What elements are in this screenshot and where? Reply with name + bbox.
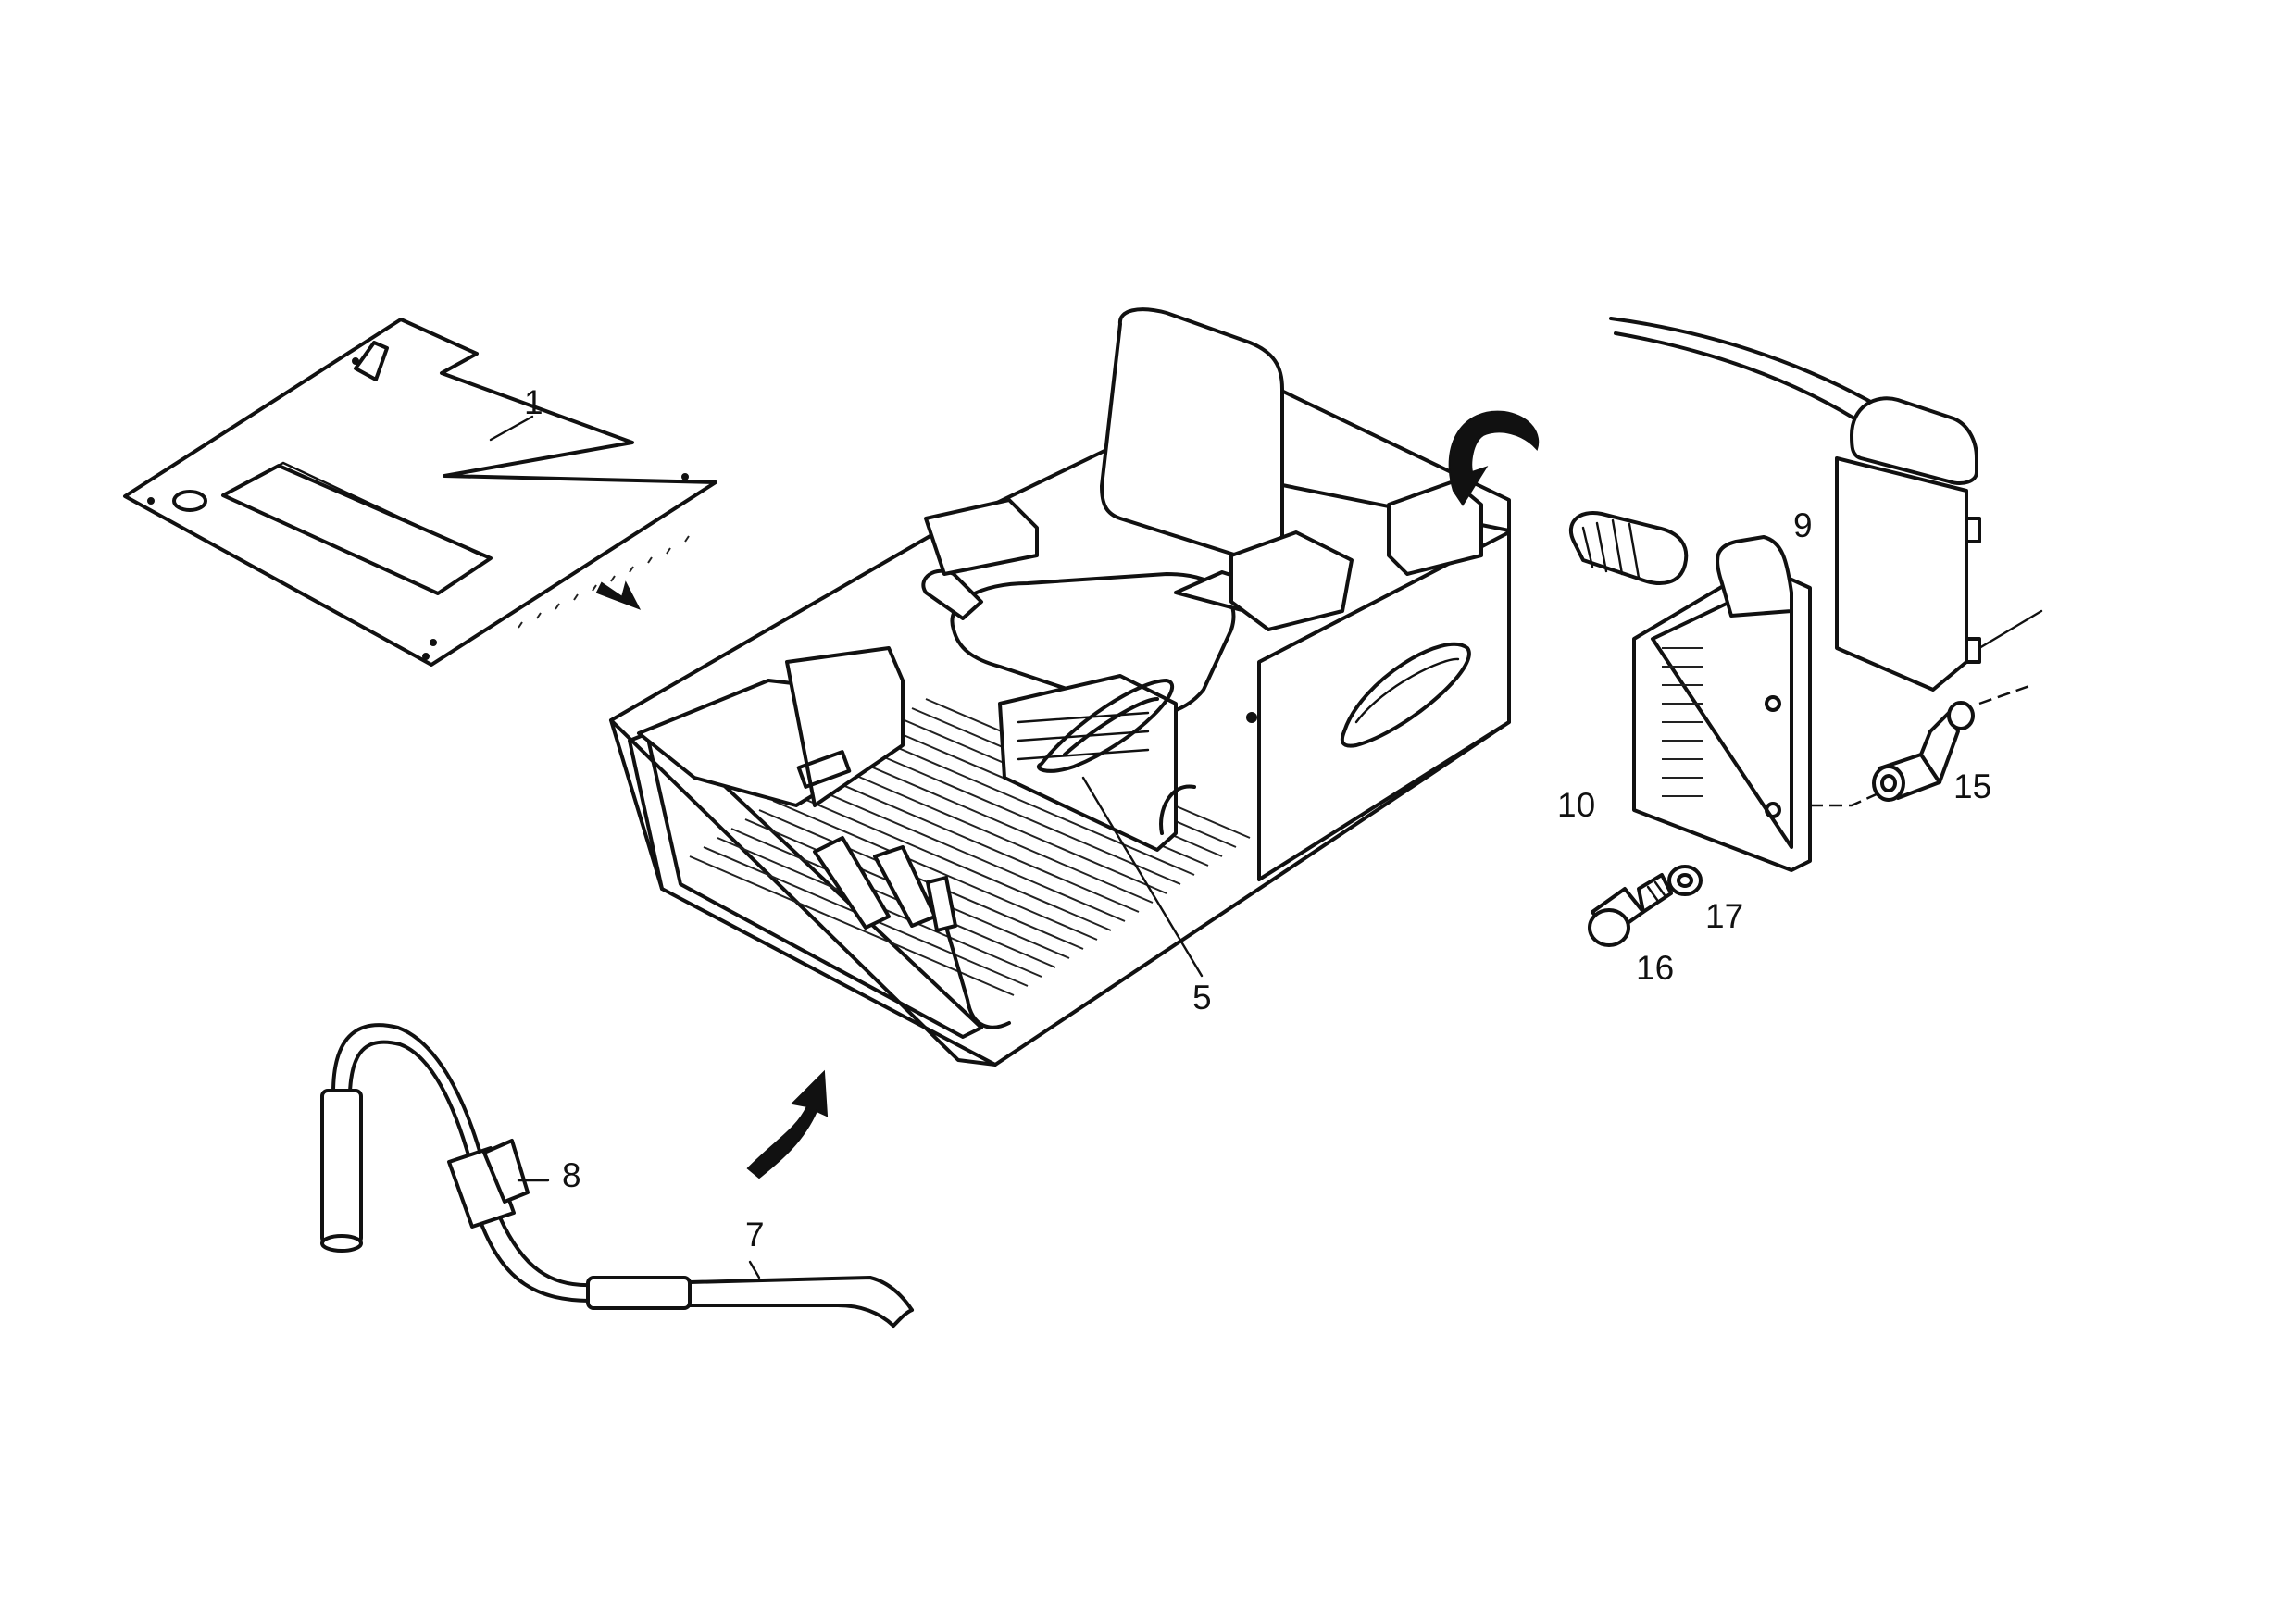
leader-line-1 [489, 415, 534, 442]
label-part-10: 10 [1557, 786, 1595, 824]
control-harness-loop [1037, 679, 1175, 773]
label-part-5: 5 [1192, 979, 1212, 1017]
label-part-16: 16 [1636, 949, 1674, 987]
connector-part-9 [1609, 317, 2043, 692]
label-part-9: 9 [1793, 506, 1813, 544]
cab-assembly [609, 307, 1511, 1067]
plug-part-10 [1568, 511, 1890, 872]
rotate-arrow-icon-bottom [746, 1069, 829, 1179]
cable-harness-part-7-8 [320, 1023, 914, 1328]
bolt-part-16 [1588, 873, 1673, 947]
rotate-arrow-icon-top [1448, 410, 1540, 506]
label-part-1: 1 [524, 383, 543, 421]
pin-part-15 [1872, 683, 2033, 802]
plug-ribs [1662, 647, 1703, 797]
label-part-8: 8 [562, 1156, 581, 1194]
label-part-17: 17 [1705, 897, 1743, 935]
label-part-7: 7 [745, 1216, 765, 1254]
label-part-15: 15 [1953, 767, 1991, 805]
washer-part-17 [1667, 865, 1703, 896]
floor-plate-part-1 [123, 318, 718, 667]
assembly-arrow-icon [595, 580, 642, 610]
